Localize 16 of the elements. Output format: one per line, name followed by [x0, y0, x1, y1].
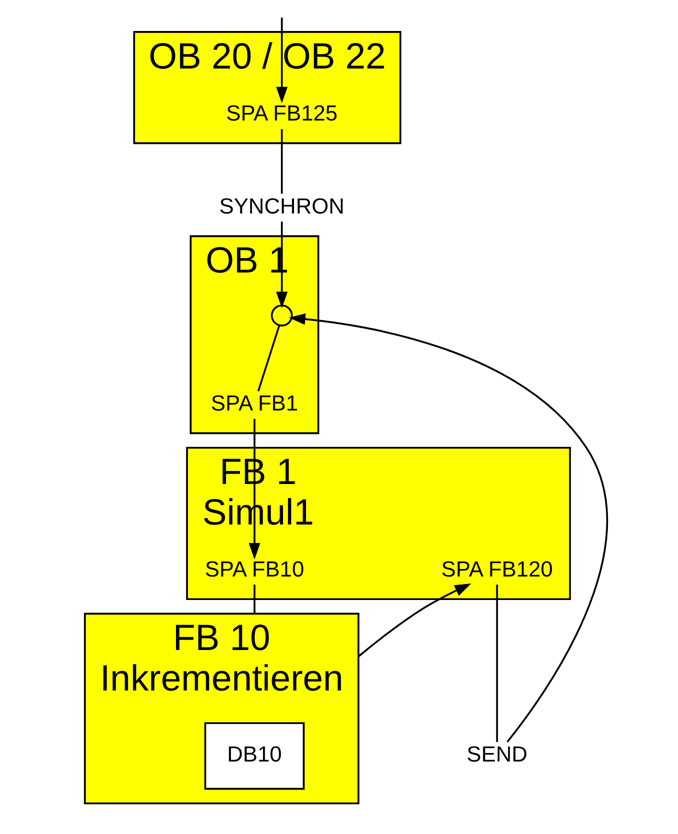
node-text: SYNCHRON [219, 194, 344, 219]
node-circle [270, 304, 293, 326]
connector [280, 129, 283, 194]
node-text: SPA FB1 [210, 390, 298, 416]
arrow [358, 584, 472, 658]
node-text: SPA FB120 [441, 556, 553, 582]
node-box: DB10 [204, 722, 305, 790]
node-text: SPA FB125 [226, 100, 338, 126]
connector [496, 584, 498, 742]
arrow [276, 18, 288, 104]
connector [254, 584, 256, 614]
arrow [248, 418, 260, 560]
connector [257, 324, 280, 392]
arrow [288, 313, 608, 743]
node-text: SPA FB10 [204, 556, 304, 582]
node-text: SEND [466, 742, 528, 767]
